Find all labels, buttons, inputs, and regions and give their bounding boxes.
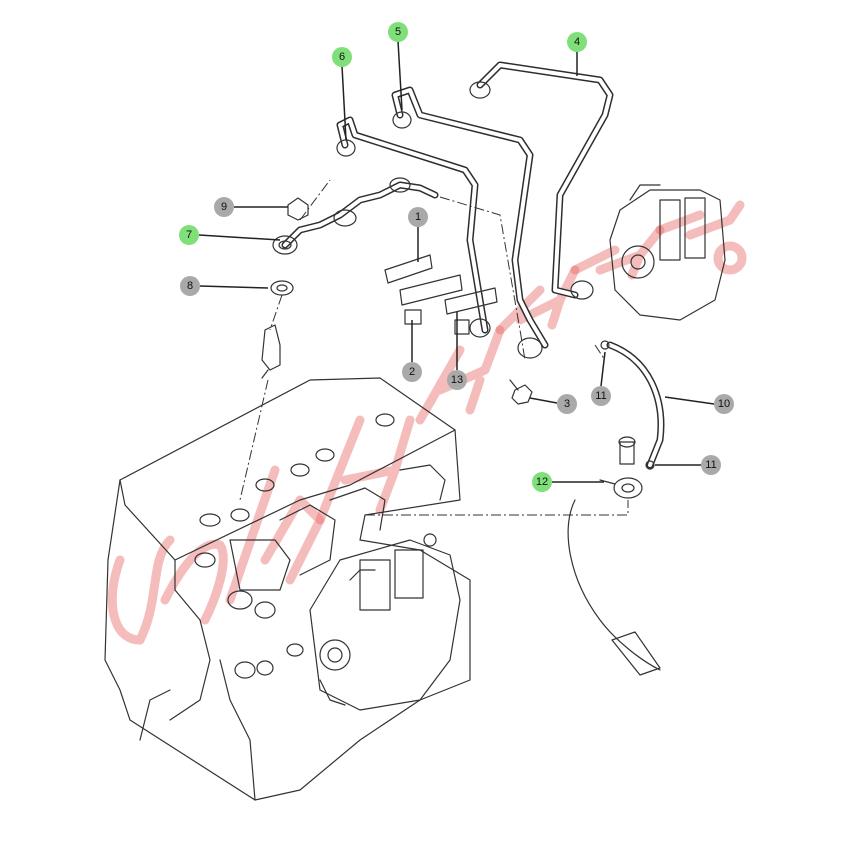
callout-circle	[701, 455, 721, 475]
callout-13: 13	[447, 370, 467, 390]
callout-circle	[180, 276, 200, 296]
callout-label: 4	[574, 36, 580, 48]
callout-label: 11	[595, 390, 606, 402]
assembly-lines	[239, 179, 629, 516]
callout-circle	[567, 32, 587, 52]
callout-circle	[402, 362, 422, 382]
callout-11-upper: 11	[591, 386, 611, 406]
callout-circle	[557, 394, 577, 414]
callout-label: 8	[187, 280, 193, 292]
callout-6: 6	[332, 47, 352, 67]
callout-12: 12	[532, 472, 552, 492]
callout-circle	[532, 472, 552, 492]
callout-circle	[214, 197, 234, 217]
injection-pipes	[281, 61, 665, 469]
callout-circle	[408, 207, 428, 227]
callout-circle	[591, 386, 611, 406]
engine-block	[104, 377, 471, 801]
injection-pump-upper	[609, 184, 726, 321]
callout-9: 9	[214, 197, 234, 217]
callout-circle	[714, 394, 734, 414]
callout-circle	[179, 225, 199, 245]
callout-group: 6 5 4 9 7 8 1 2	[179, 22, 734, 492]
callout-label: 11	[705, 459, 716, 471]
callout-3: 3	[557, 394, 577, 414]
leader-lines	[198, 40, 715, 483]
callout-label: 10	[718, 398, 730, 410]
callout-4: 4	[567, 32, 587, 52]
callout-11-lower: 11	[701, 455, 721, 475]
callout-label: 1	[415, 211, 421, 223]
fittings	[261, 81, 661, 676]
callout-label: 7	[186, 229, 192, 241]
callout-label: 5	[395, 26, 401, 38]
callout-label: 9	[221, 201, 227, 213]
callout-label: 2	[409, 366, 415, 378]
callout-circle	[388, 22, 408, 42]
callout-8: 8	[180, 276, 200, 296]
callout-circle	[447, 370, 467, 390]
callout-label: 6	[339, 51, 345, 63]
callout-1: 1	[408, 207, 428, 227]
callout-10: 10	[714, 394, 734, 414]
callout-7: 7	[179, 225, 199, 245]
callout-label: 13	[451, 374, 463, 386]
callout-label: 3	[564, 398, 570, 410]
callout-2: 2	[402, 362, 422, 382]
callout-label: 12	[536, 476, 548, 488]
callout-5: 5	[388, 22, 408, 42]
callout-circle	[332, 47, 352, 67]
